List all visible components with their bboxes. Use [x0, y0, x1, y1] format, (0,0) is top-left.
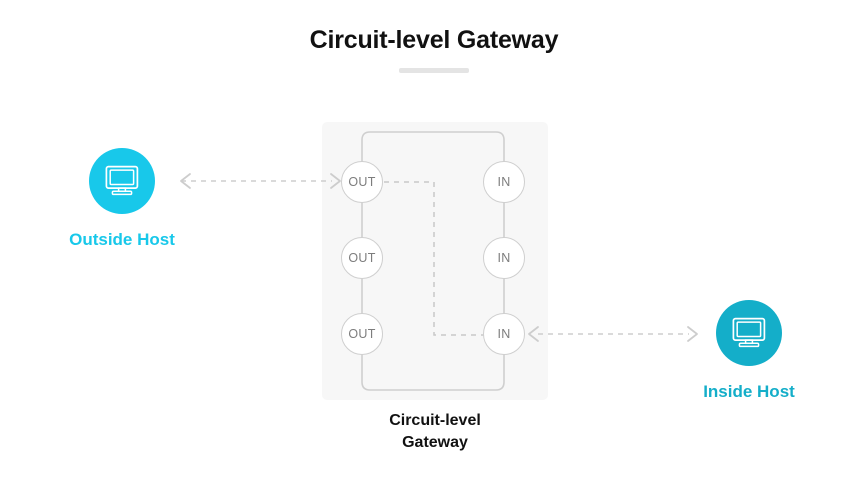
page-title: Circuit-level Gateway	[309, 26, 559, 54]
gateway-caption-line-2: Gateway	[402, 434, 468, 451]
port-in-2[interactable]: IN	[483, 237, 525, 279]
gateway-caption-line-1: Circuit-level	[389, 412, 481, 429]
port-out-2[interactable]: OUT	[341, 237, 383, 279]
monitor-icon	[105, 165, 139, 196]
inside-host-label: Inside Host	[703, 382, 795, 401]
gateway-caption: Circuit-level Gateway	[335, 410, 535, 454]
outside-host[interactable]: Outside Host	[47, 148, 197, 250]
monitor-icon	[732, 317, 766, 348]
port-in-3[interactable]: IN	[483, 313, 525, 355]
outside-host-label: Outside Host	[69, 230, 175, 249]
inside-host-circle	[716, 300, 782, 366]
port-out-1[interactable]: OUT	[341, 161, 383, 203]
outside-host-circle	[89, 148, 155, 214]
title-underline-rule	[399, 68, 469, 73]
port-in-1[interactable]: IN	[483, 161, 525, 203]
inside-host[interactable]: Inside Host	[674, 300, 824, 402]
port-out-3[interactable]: OUT	[341, 313, 383, 355]
